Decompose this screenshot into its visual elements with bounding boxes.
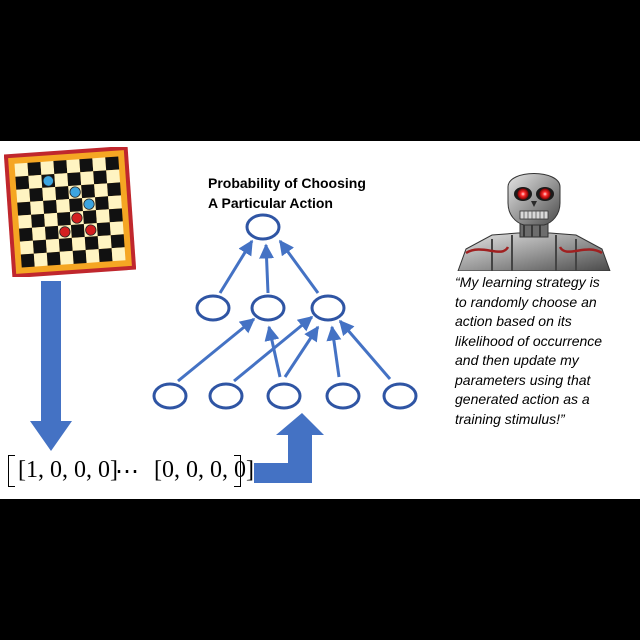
slide: Probability of Choosing A Particular Act… xyxy=(0,141,640,499)
input-node-1 xyxy=(152,382,188,410)
quote-line-1: “My learning strategy is xyxy=(455,274,600,290)
edge-h2-out xyxy=(259,243,275,294)
quote-line-6: parameters using that xyxy=(455,371,591,388)
checkers-board-icon xyxy=(3,145,137,279)
edge-in5-h3 xyxy=(338,319,392,380)
action-vectors: [1, 0, 0, 0] ⋯ [0, 0, 0, 0] xyxy=(4,451,254,491)
hidden-node-1 xyxy=(195,294,231,322)
outer-left-bracket xyxy=(8,455,15,487)
network-nodes xyxy=(152,213,418,410)
quote-line-3: action based on its xyxy=(455,313,572,329)
first-action-vector: [1, 0, 0, 0] xyxy=(18,457,118,483)
hidden-node-3 xyxy=(310,294,346,322)
output-node xyxy=(245,213,281,241)
edge-in4-h3 xyxy=(326,325,342,378)
robot-skull-icon xyxy=(457,173,611,271)
diagram-title-line-2: A Particular Action xyxy=(208,195,333,211)
quote-line-8: training stimulus!” xyxy=(455,410,565,427)
ellipsis: ⋯ xyxy=(115,459,139,485)
neural-network-diagram xyxy=(152,213,418,410)
edge-h3-out xyxy=(278,239,320,294)
quote-line-7: generated action as a xyxy=(455,391,590,407)
diagram-title-line-1: Probability of Choosing xyxy=(208,175,366,191)
last-action-vector: [0, 0, 0, 0] xyxy=(154,457,254,483)
quote-line-2: to randomly choose an xyxy=(455,293,597,310)
outer-right-bracket xyxy=(234,455,241,487)
quote-line-5: and then update my xyxy=(455,352,579,368)
quote-line-4: likelihood of occurrence xyxy=(455,332,603,349)
turn-up-arrow xyxy=(254,413,324,483)
input-node-4 xyxy=(325,382,361,410)
edge-in3-h3 xyxy=(283,325,320,378)
down-arrow xyxy=(30,281,72,451)
edge-in1-h2 xyxy=(177,317,256,383)
edge-in3-h2 xyxy=(264,325,282,378)
diagram-title: Probability of Choosing A Particular Act… xyxy=(208,173,408,213)
robot-quote: “My learning strategy is to randomly cho… xyxy=(455,273,635,429)
network-edges xyxy=(177,239,392,383)
hidden-node-2 xyxy=(250,294,286,322)
edge-h1-out xyxy=(218,239,254,294)
input-node-5 xyxy=(382,382,418,410)
input-node-3 xyxy=(266,382,302,410)
input-node-2 xyxy=(208,382,244,410)
